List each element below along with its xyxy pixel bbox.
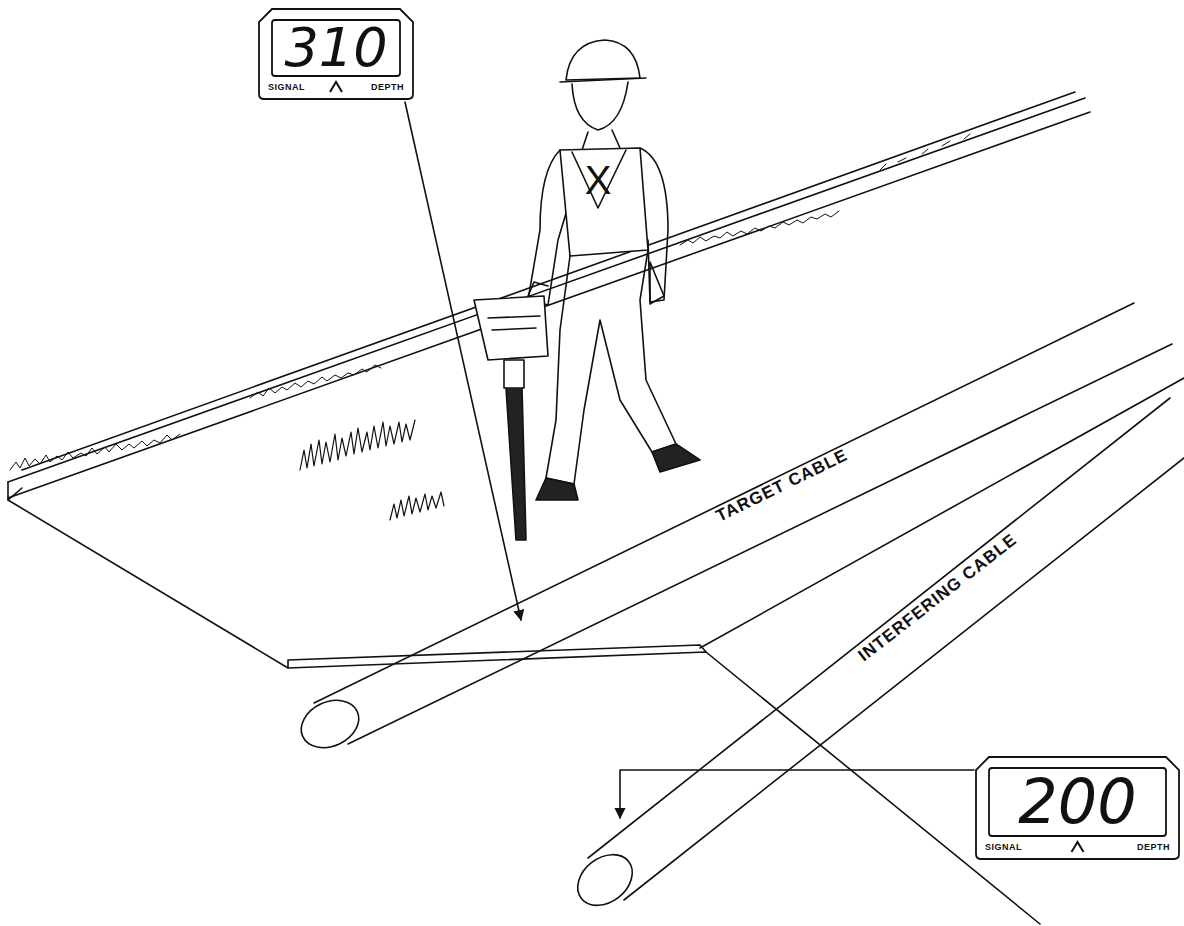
grass [880, 134, 970, 170]
vest-mark: X [585, 158, 612, 203]
display-reading: 200 [1018, 771, 1136, 833]
curb-line [8, 112, 1090, 498]
pavement-edge [700, 378, 1184, 648]
grass [10, 434, 180, 470]
depth-label: DEPTH [371, 82, 404, 92]
grass-patch [390, 492, 444, 520]
meter-display: 200SIGNAL DEPTH [975, 756, 1180, 860]
meter-display: 310SIGNAL DEPTH [258, 8, 414, 100]
cable-label: TARGET CABLE [713, 445, 851, 526]
cable-end [568, 844, 642, 916]
signal-label: SIGNAL [268, 82, 305, 92]
interfering-cable [588, 398, 1170, 858]
target-cable [348, 344, 1172, 744]
grass-patch [300, 420, 415, 470]
interfering-cable [624, 458, 1184, 900]
operator-figure [474, 40, 700, 540]
leader-line [620, 770, 974, 818]
target-cable [314, 303, 1134, 703]
grass [680, 211, 839, 245]
slab-edge [288, 645, 706, 668]
signal-label: SIGNAL [985, 842, 1022, 852]
slab-edge [8, 500, 1040, 924]
curb-line [8, 98, 1085, 482]
grass [250, 365, 381, 398]
depth-label: DEPTH [1137, 842, 1170, 852]
curb-line [22, 92, 1075, 470]
display-reading: 310 [284, 21, 387, 75]
cable-end [294, 691, 367, 756]
cable-label: INTERFERING CABLE [855, 530, 1021, 666]
curb-end [8, 482, 22, 500]
